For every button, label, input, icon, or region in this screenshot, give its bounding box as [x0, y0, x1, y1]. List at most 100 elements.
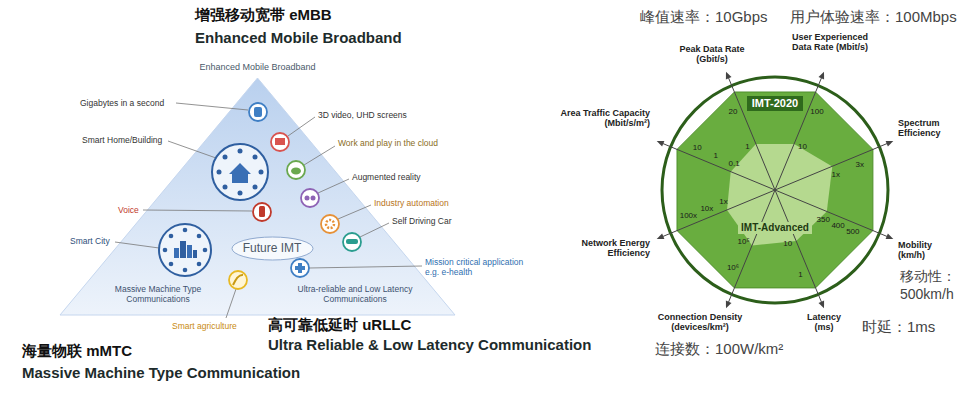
leader-line — [143, 210, 252, 211]
axis-label: Area Traffic Capacity (Mbit/s/m²) — [560, 108, 650, 129]
smart-city-cluster — [193, 250, 197, 258]
smart-home-cluster — [229, 163, 251, 183]
tick-value: 10x — [700, 204, 713, 214]
agriculture-icon — [233, 275, 243, 285]
tick-value: 10⁵ — [738, 237, 750, 247]
axis-arrowhead — [726, 72, 732, 80]
axis-label: Peak Data Rate (Gbit/s) — [670, 44, 754, 65]
label-slot: 连接数：100W/km² — [655, 340, 783, 358]
axis-label: User Experienced Data Rate (Mbit/s) — [784, 32, 876, 53]
region-title: Enhanced Mobile Broadband — [60, 62, 455, 73]
heading-text: 增强移动宽带 eMBB — [195, 6, 332, 24]
label-slot: Voice — [118, 205, 139, 215]
tick-value: 10 — [783, 239, 792, 249]
video-icon — [271, 133, 289, 151]
leader-line — [309, 266, 422, 268]
label-slot: 10 — [798, 142, 807, 152]
label-slot: 1 — [745, 142, 749, 152]
label-slot: 1 — [713, 151, 717, 161]
label-slot: Enhanced Mobile Broadband — [195, 29, 402, 47]
label-slot: Massive Machine Type Communications — [93, 284, 223, 304]
label-slot: Connection Density (devices/km²) — [650, 312, 750, 333]
axis-arrowhead — [886, 141, 894, 147]
smart-city-cluster — [180, 241, 186, 258]
corner-label: Ultra-reliable and Low Latency Communica… — [280, 284, 430, 304]
smart-home-cluster — [253, 185, 258, 190]
label-slot: 1x — [719, 197, 727, 207]
smart-home-cluster — [212, 144, 268, 200]
axis-line — [775, 143, 890, 191]
tick-value: 1 — [798, 270, 802, 280]
tick-value: 1x — [719, 197, 727, 207]
agriculture-icon — [229, 271, 247, 289]
health-icon — [291, 259, 309, 277]
gigabytes-icon — [249, 103, 267, 121]
label-slot: 350 — [817, 215, 830, 225]
use-case-label: Augmented reality — [352, 172, 421, 182]
label-slot: 0.1 — [729, 159, 740, 169]
axis-label: Spectrum Efficiency — [898, 118, 968, 139]
label-slot: 移动性： 500km/h — [900, 268, 964, 303]
series-label: IMT-Advanced — [738, 222, 812, 234]
leader-line — [226, 289, 236, 318]
label-slot: Gigabytes in a second — [80, 98, 164, 108]
label-slot: User Experienced Data Rate (Mbit/s) — [784, 32, 876, 53]
tick-value: 100 — [810, 107, 823, 117]
tick-value: 3x — [856, 160, 864, 170]
label-slot: Mobility (km/h) — [898, 240, 958, 261]
leader-line — [318, 179, 349, 193]
gigabytes-icon — [254, 107, 262, 117]
heading-text: Enhanced Mobile Broadband — [195, 29, 402, 47]
label-slot: 400 — [831, 221, 844, 231]
smart-city-cluster — [174, 248, 179, 258]
ar-icon — [311, 196, 316, 201]
axis-label: Network Energy Efficiency — [560, 238, 650, 259]
voice-icon — [259, 206, 265, 217]
leader-line — [176, 103, 248, 110]
metric-note: 用户体验速率：100Mbps — [790, 8, 957, 26]
axis-line — [775, 190, 823, 305]
corner-label: Massive Machine Type Communications — [93, 284, 223, 304]
smart-city-cluster — [197, 234, 202, 239]
label-slot: Work and play in the cloud — [338, 138, 438, 148]
label-slot: 用户体验速率：100Mbps — [790, 8, 957, 26]
label-slot: Ultra Reliable & Low Latency Communicati… — [268, 336, 591, 354]
center-ellipse: Future IMT — [231, 236, 314, 261]
axis-arrowhead — [886, 234, 894, 240]
smart-city-cluster — [197, 262, 202, 267]
label-slot: Area Traffic Capacity (Mbit/s/m²) — [560, 108, 650, 129]
label-slot: Ultra-reliable and Low Latency Communica… — [280, 284, 430, 304]
smart-home-cluster — [223, 155, 228, 160]
smart-home-cluster — [217, 170, 222, 175]
tick-value: 10 — [693, 143, 702, 153]
axis-line — [775, 190, 890, 238]
ar-icon — [301, 189, 319, 207]
label-slot: Smart City — [70, 236, 110, 246]
use-case-label: Smart agriculture — [172, 321, 237, 331]
leader-line — [304, 146, 335, 165]
smart-home-cluster — [223, 185, 228, 190]
smart-city-cluster — [183, 268, 188, 273]
label-slot: 10⁵ — [738, 237, 750, 247]
label-slot: 500 — [846, 227, 859, 237]
voice-icon — [253, 203, 271, 221]
label-slot: Spectrum Efficiency — [898, 118, 968, 139]
metric-note: 时延：1ms — [862, 318, 935, 336]
leader-line — [168, 141, 216, 158]
use-case-label: Smart Home/Building — [82, 135, 162, 145]
leader-line — [360, 223, 389, 237]
tick-value: 0.1 — [729, 159, 740, 169]
health-icon — [295, 266, 305, 270]
label-slot: Smart agriculture — [172, 321, 237, 331]
label-slot: 20 — [729, 107, 738, 117]
label-slot: 高可靠低延时 uRLLC — [268, 316, 411, 334]
label-slot: 10 — [693, 143, 702, 153]
cloud-icon — [287, 161, 305, 179]
metric-note: 峰值速率：10Gbps — [640, 8, 768, 26]
tick-value: 20 — [729, 107, 738, 117]
car-icon — [346, 239, 358, 244]
label-slot: 3D video, UHD screens — [318, 110, 407, 120]
industry-icon — [321, 215, 339, 233]
health-icon — [291, 259, 309, 277]
use-case-label: Work and play in the cloud — [338, 138, 438, 148]
